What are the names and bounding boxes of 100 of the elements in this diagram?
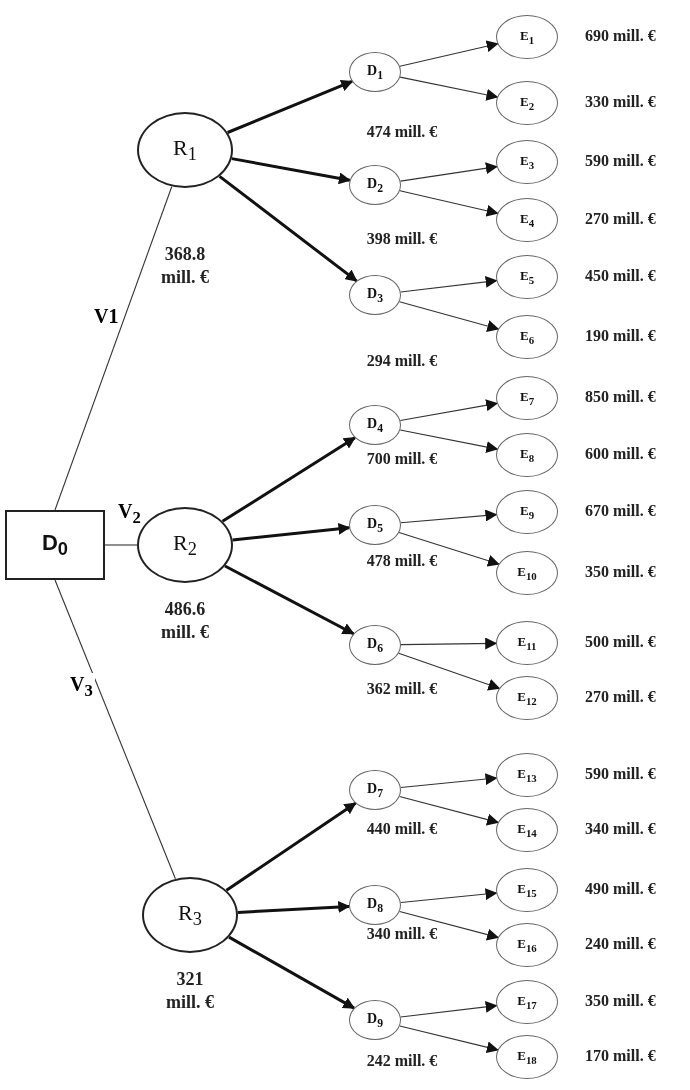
chance-ellipse <box>496 980 558 1024</box>
chance-ellipse <box>496 140 558 184</box>
node-label: D$_{9}$ <box>367 1010 383 1030</box>
value-label: 486.6 mill. € <box>160 598 210 643</box>
arrow <box>400 637 498 650</box>
value-label: 240 mill. € <box>585 934 657 954</box>
node-label: E$_{11}$ <box>517 634 537 652</box>
chance-ellipse <box>496 198 558 242</box>
value-label: 490 mill. € <box>585 879 657 899</box>
chance-ellipse <box>496 808 558 852</box>
arrow <box>399 1025 499 1054</box>
node-label: D$_{6}$ <box>367 635 383 655</box>
value-label: 340 mill. € <box>365 924 439 944</box>
chance-ellipse <box>349 165 401 205</box>
node-label: D$_{0}$ <box>41 529 69 561</box>
value-label: 330 mill. € <box>585 92 657 112</box>
value-label: 362 mill. € <box>365 679 439 699</box>
arrow <box>218 175 358 283</box>
value-label: 500 mill. € <box>585 632 657 652</box>
chance-ellipse <box>349 275 401 315</box>
chance-ellipse <box>496 255 558 299</box>
arrow <box>399 40 499 67</box>
value-label: 170 mill. € <box>585 1046 657 1066</box>
arrow <box>399 399 499 422</box>
value-label: 270 mill. € <box>585 687 657 707</box>
node-label: E$_{15}$ <box>517 881 537 899</box>
arrow <box>400 275 498 293</box>
value-label: 478 mill. € <box>365 551 439 571</box>
arrow <box>400 888 498 903</box>
value-label: 340 mill. € <box>585 819 657 839</box>
chance-ellipse <box>349 405 401 445</box>
arrow <box>398 532 500 567</box>
node-label: E$_{5}$ <box>519 268 535 286</box>
chance-ellipse <box>496 676 558 720</box>
node-label: E$_{17}$ <box>517 993 537 1011</box>
node-label: R$_{3}$ <box>178 899 202 931</box>
node-label: D$_{1}$ <box>367 62 383 82</box>
value-label: 440 mill. € <box>365 819 439 839</box>
value-label: 474 mill. € <box>365 122 439 142</box>
chance-ellipse <box>496 81 558 125</box>
arrow <box>398 301 500 332</box>
node-label: D$_{2}$ <box>367 175 383 195</box>
arrow <box>400 773 498 788</box>
chance-ellipse <box>496 376 558 420</box>
chance-ellipse <box>349 505 401 545</box>
connector-line <box>104 544 138 546</box>
node-label: D$_{4}$ <box>367 415 383 435</box>
value-label: 850 mill. € <box>585 387 657 407</box>
arrow <box>224 564 355 636</box>
node-label: E$_{12}$ <box>517 689 537 707</box>
value-label: 450 mill. € <box>585 266 657 286</box>
value-label: 670 mill. € <box>585 501 657 521</box>
value-label: 368.8 mill. € <box>160 243 210 288</box>
value-label: 242 mill. € <box>365 1051 439 1071</box>
arrow <box>399 190 499 217</box>
node-label: E$_{10}$ <box>517 564 537 582</box>
node-label: E$_{16}$ <box>517 936 537 954</box>
chance-ellipse <box>496 15 558 59</box>
connector-line <box>54 579 176 880</box>
value-label: 321 mill. € <box>165 968 215 1013</box>
chance-ellipse <box>496 753 558 797</box>
chance-ellipse <box>496 315 558 359</box>
node-label: E$_{6}$ <box>519 328 535 346</box>
chance-ellipse <box>496 490 558 534</box>
node-label: E$_{3}$ <box>519 153 535 171</box>
arrow <box>231 157 351 185</box>
node-label: D$_{8}$ <box>367 895 383 915</box>
arrow <box>399 162 498 182</box>
node-label: R$_{1}$ <box>173 134 197 166</box>
chance-ellipse <box>349 625 401 665</box>
node-label: E$_{13}$ <box>517 766 537 784</box>
chance-ellipse <box>496 433 558 477</box>
node-label: E$_{7}$ <box>519 389 535 407</box>
chance-ellipse <box>496 868 558 912</box>
arrow <box>400 509 498 524</box>
arrow <box>399 795 500 826</box>
chance-ellipse <box>496 1035 558 1079</box>
chance-ellipse <box>349 52 401 92</box>
value-label: 590 mill. € <box>585 151 657 171</box>
node-label: D$_{3}$ <box>367 285 383 305</box>
value-label: 350 mill. € <box>585 562 657 582</box>
arrow <box>399 429 499 453</box>
chance-ellipse <box>496 621 558 665</box>
value-label: 398 mill. € <box>365 229 439 249</box>
arrow <box>398 652 501 691</box>
node-label: E$_{1}$ <box>519 28 535 46</box>
chance-ellipse <box>349 1000 401 1040</box>
value-label: 700 mill. € <box>365 449 439 469</box>
node-label: D$_{5}$ <box>367 515 383 535</box>
value-label: 270 mill. € <box>585 209 657 229</box>
arrow <box>227 79 354 134</box>
node-label: E$_{18}$ <box>517 1048 537 1066</box>
value-label: 350 mill. € <box>585 991 657 1011</box>
arrow <box>228 935 356 1010</box>
chance-ellipse <box>349 885 401 925</box>
arrow <box>399 76 499 101</box>
value-label: 690 mill. € <box>585 26 657 46</box>
value-label: 600 mill. € <box>585 444 657 464</box>
value-label: 190 mill. € <box>585 326 657 346</box>
chance-ellipse <box>349 770 401 810</box>
